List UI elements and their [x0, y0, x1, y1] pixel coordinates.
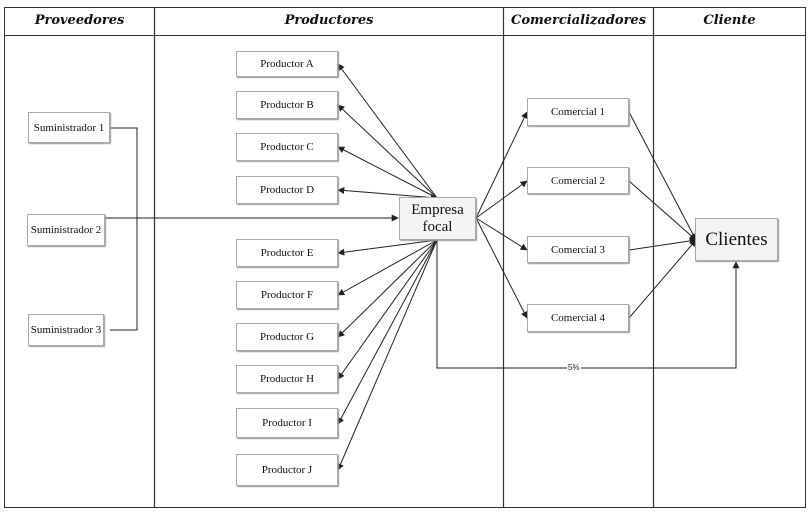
clients-box: Clientes	[695, 218, 778, 261]
producer-arrows	[337, 63, 438, 471]
producer-box-e: Productor E	[236, 239, 338, 267]
producer-box-f: Productor F	[236, 281, 338, 309]
producer-box-d: Productor D	[236, 176, 338, 204]
producer-box-j: Productor J	[236, 454, 338, 486]
producer-box-g: Productor G	[236, 323, 338, 351]
producer-arrow-5	[337, 239, 438, 256]
producer-box-b: Productor B	[236, 91, 338, 119]
producer-arrow-3	[337, 146, 438, 199]
producer-arrow-9	[337, 239, 438, 425]
focal-company-box: Empresa focal	[399, 197, 476, 240]
producer-box-h: Productor H	[236, 365, 338, 393]
supplier-bracket-connector	[110, 127, 138, 331]
producer-arrow-7	[337, 239, 438, 338]
supplier-box-2: Suministrador 2	[27, 214, 105, 246]
trader-to-client-arrow-2	[628, 180, 697, 241]
supplier-box-1: Suministrador 1	[28, 112, 110, 143]
trader-box-1: Comercial 1	[527, 98, 629, 126]
producer-arrow-1	[337, 63, 438, 199]
trader-to-client-arrow-4	[628, 239, 697, 319]
lane-header-productores: Productores	[284, 13, 374, 28]
focal-to-trader-arrow-2	[475, 180, 528, 219]
producer-box-c: Productor C	[236, 133, 338, 161]
focal-to-trader-arrow-1	[475, 111, 528, 219]
lane-header-proveedores: Proveedores	[34, 13, 125, 28]
producer-arrow-6	[337, 239, 438, 296]
trader-box-4: Comercial 4	[527, 304, 629, 332]
trader-box-2: Comercial 2	[527, 167, 629, 194]
producer-box-a: Productor A	[236, 51, 338, 77]
trader-arrows	[475, 111, 697, 319]
direct-flow-label: 5%	[567, 363, 581, 372]
lane-header-cliente: Cliente	[703, 13, 756, 28]
supplier-box-3: Suministrador 3	[28, 314, 104, 346]
trader-box-3: Comercial 3	[527, 236, 629, 263]
producer-arrow-4	[337, 187, 438, 201]
producer-arrow-10	[337, 239, 438, 471]
focal-to-trader-arrow-4	[475, 217, 528, 319]
diagram-frame	[4, 7, 806, 508]
trader-to-client-arrow-3	[628, 237, 697, 251]
producer-arrow-2	[337, 104, 438, 199]
lane-header-comercializadores: Comercializadores	[510, 13, 647, 28]
focal-to-trader-arrow-3	[475, 217, 528, 251]
producer-box-i: Productor I	[236, 408, 338, 438]
trader-to-client-arrow-1	[628, 111, 697, 241]
direct-flow-connector	[436, 240, 740, 369]
producer-arrow-8	[337, 239, 438, 380]
